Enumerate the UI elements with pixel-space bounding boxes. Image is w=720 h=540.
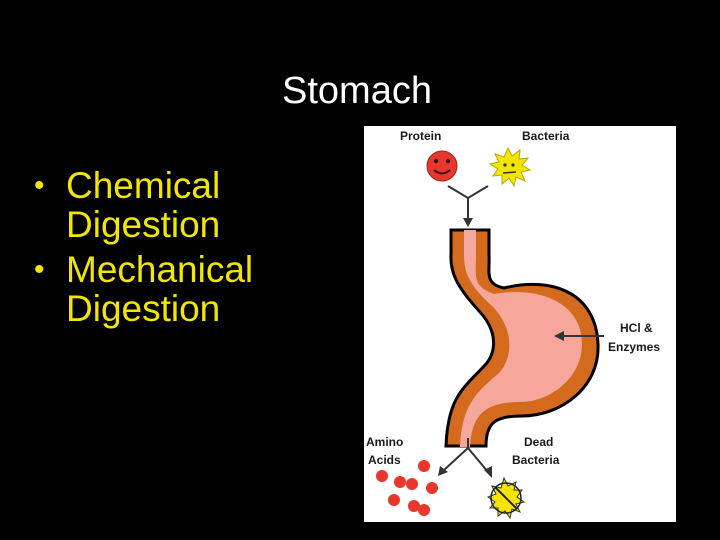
input-arrow	[447, 185, 489, 227]
bullet-mechanical-digestion: • Mechanical Digestion	[30, 250, 330, 328]
bullet-text-line1: Mechanical	[66, 249, 254, 290]
bullet-text-line2: Digestion	[66, 204, 221, 245]
bullet-list: • Chemical Digestion • Mechanical Digest…	[30, 166, 330, 334]
bullet-chemical-digestion: • Chemical Digestion	[30, 166, 330, 244]
hcl-label-line1: HCl &	[620, 321, 653, 335]
dead-bacteria-icon	[486, 476, 526, 520]
smiley-protein-icon	[426, 150, 458, 182]
amino-label-line1: Amino	[366, 435, 403, 449]
bullet-text-line2: Digestion	[66, 288, 221, 329]
bacteria-label: Bacteria	[522, 129, 570, 143]
stomach-diagram: Protein Bacteria HCl & Enzymes Amino Aci…	[366, 129, 660, 520]
dead-label-line2: Bacteria	[512, 453, 560, 467]
output-arrows	[438, 438, 492, 478]
hcl-arrow	[554, 331, 604, 341]
hcl-label-line2: Enzymes	[608, 340, 660, 354]
protein-label: Protein	[400, 129, 441, 143]
bullet-dot: •	[34, 169, 45, 202]
dead-label-line1: Dead	[524, 435, 553, 449]
stomach-diagram-panel: Protein Bacteria HCl & Enzymes Amino Aci…	[364, 126, 676, 522]
spiky-bacteria-icon	[488, 146, 532, 188]
bullet-dot: •	[34, 253, 45, 286]
slide-title: Stomach	[282, 70, 432, 112]
bullet-text-line1: Chemical	[66, 165, 221, 206]
stomach-icon	[444, 228, 600, 448]
amino-acid-dot-icon	[376, 460, 438, 516]
amino-label-line2: Acids	[368, 453, 401, 467]
